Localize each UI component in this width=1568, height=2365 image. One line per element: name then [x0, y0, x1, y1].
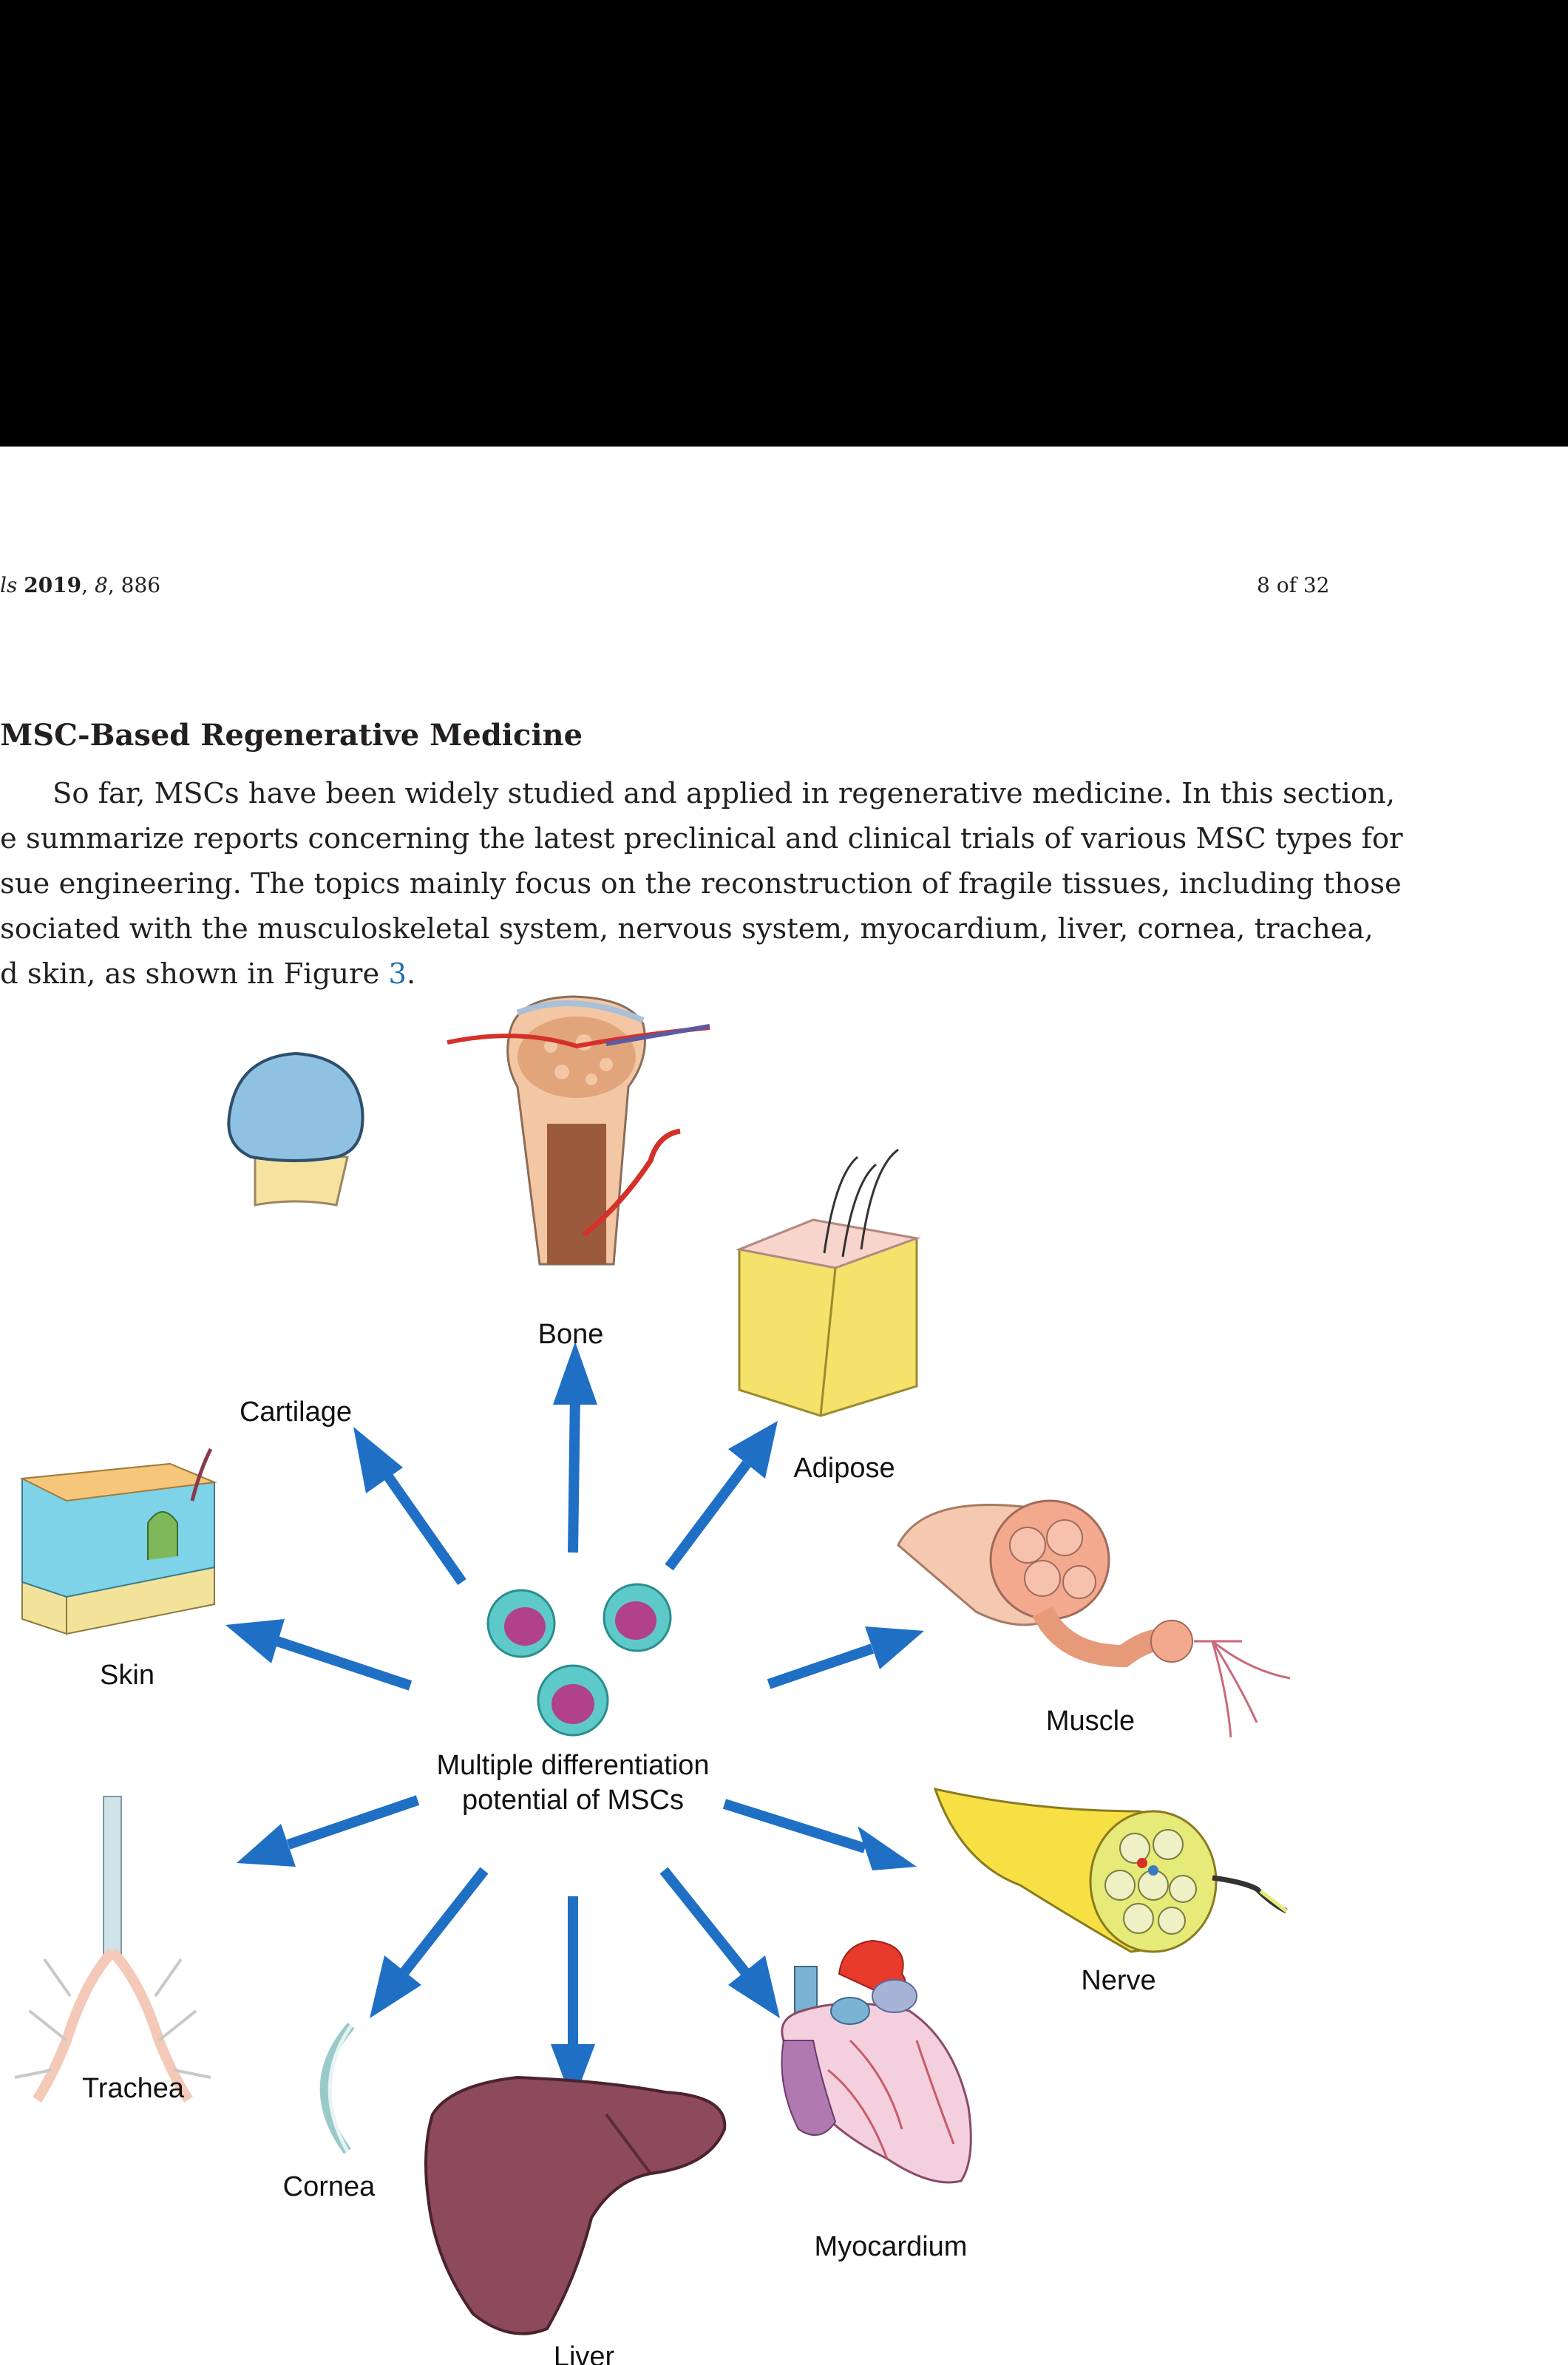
arrow-liver [551, 1896, 595, 2103]
arrow-muscle [767, 1626, 924, 1689]
arrow-adipose [665, 1421, 778, 1571]
myocardium-illustration: Myocardium [781, 1939, 972, 2262]
trachea-illustration: Trachea [14, 1796, 211, 2104]
label-trachea: Trachea [82, 2073, 185, 2104]
paragraph-line: So far, MSCs have been widely studied an… [52, 777, 1396, 810]
paragraph-line: sociated with the musculoskeletal system… [0, 912, 1374, 946]
skin-illustration: Skin [19, 1448, 217, 1691]
msc-cell [603, 1583, 672, 1652]
arrow-myocardium [659, 1867, 780, 2018]
arrow-nerve [722, 1799, 917, 1870]
paragraph-line: sue engineering. The topics mainly focus… [0, 867, 1402, 900]
paragraph-line: d skin, as shown in Figure 3. [0, 957, 416, 991]
label-muscle: Muscle [1046, 1706, 1135, 1737]
nerve-illustration: Nerve [933, 1787, 1288, 1996]
arrow-trachea [237, 1795, 420, 1867]
arrow-cornea [370, 1867, 489, 2018]
msc-cells [486, 1583, 672, 1737]
label-nerve: Nerve [1081, 1965, 1155, 1996]
center-label-line2: potential of MSCs [462, 1785, 684, 1816]
cornea-illustration: Cornea [283, 2023, 376, 2202]
black-header-band [0, 0, 1568, 447]
arrow-skin [225, 1619, 413, 1691]
cartilage-illustration: Cartilage [227, 1051, 364, 1428]
label-skin: Skin [100, 1660, 155, 1691]
liver-illustration: Liver [424, 2075, 727, 2365]
section-title: MSC-Based Regenerative Medicine [0, 718, 583, 753]
paragraph-line: e summarize reports concerning the lates… [0, 822, 1403, 855]
msc-cell [537, 1664, 609, 1737]
center-label-line1: Multiple differentiation [437, 1750, 710, 1781]
body-paragraph: So far, MSCs have been widely studied an… [0, 771, 1403, 997]
arrows [225, 1342, 924, 2103]
figure-3: Bone Cartilage Adipose Skin M [0, 991, 1568, 2365]
page-number: 8 of 32 [1257, 573, 1330, 597]
label-adipose: Adipose [793, 1453, 895, 1484]
arrow-cartilage [353, 1427, 466, 1586]
running-head-citation: ls 2019, 8, 886 [0, 573, 161, 597]
label-bone: Bone [538, 1319, 604, 1350]
bone-illustration: Bone [447, 995, 710, 1350]
label-cornea: Cornea [283, 2171, 376, 2202]
label-myocardium: Myocardium [815, 2231, 968, 2262]
label-cartilage: Cartilage [240, 1397, 352, 1428]
msc-cell [486, 1589, 556, 1658]
label-liver: Liver [554, 2341, 615, 2365]
muscle-illustration: Muscle [897, 1499, 1291, 1738]
arrow-bone [553, 1342, 597, 1553]
adipose-illustration: Adipose [735, 1148, 921, 1484]
figure-reference-link[interactable]: 3 [388, 957, 407, 991]
